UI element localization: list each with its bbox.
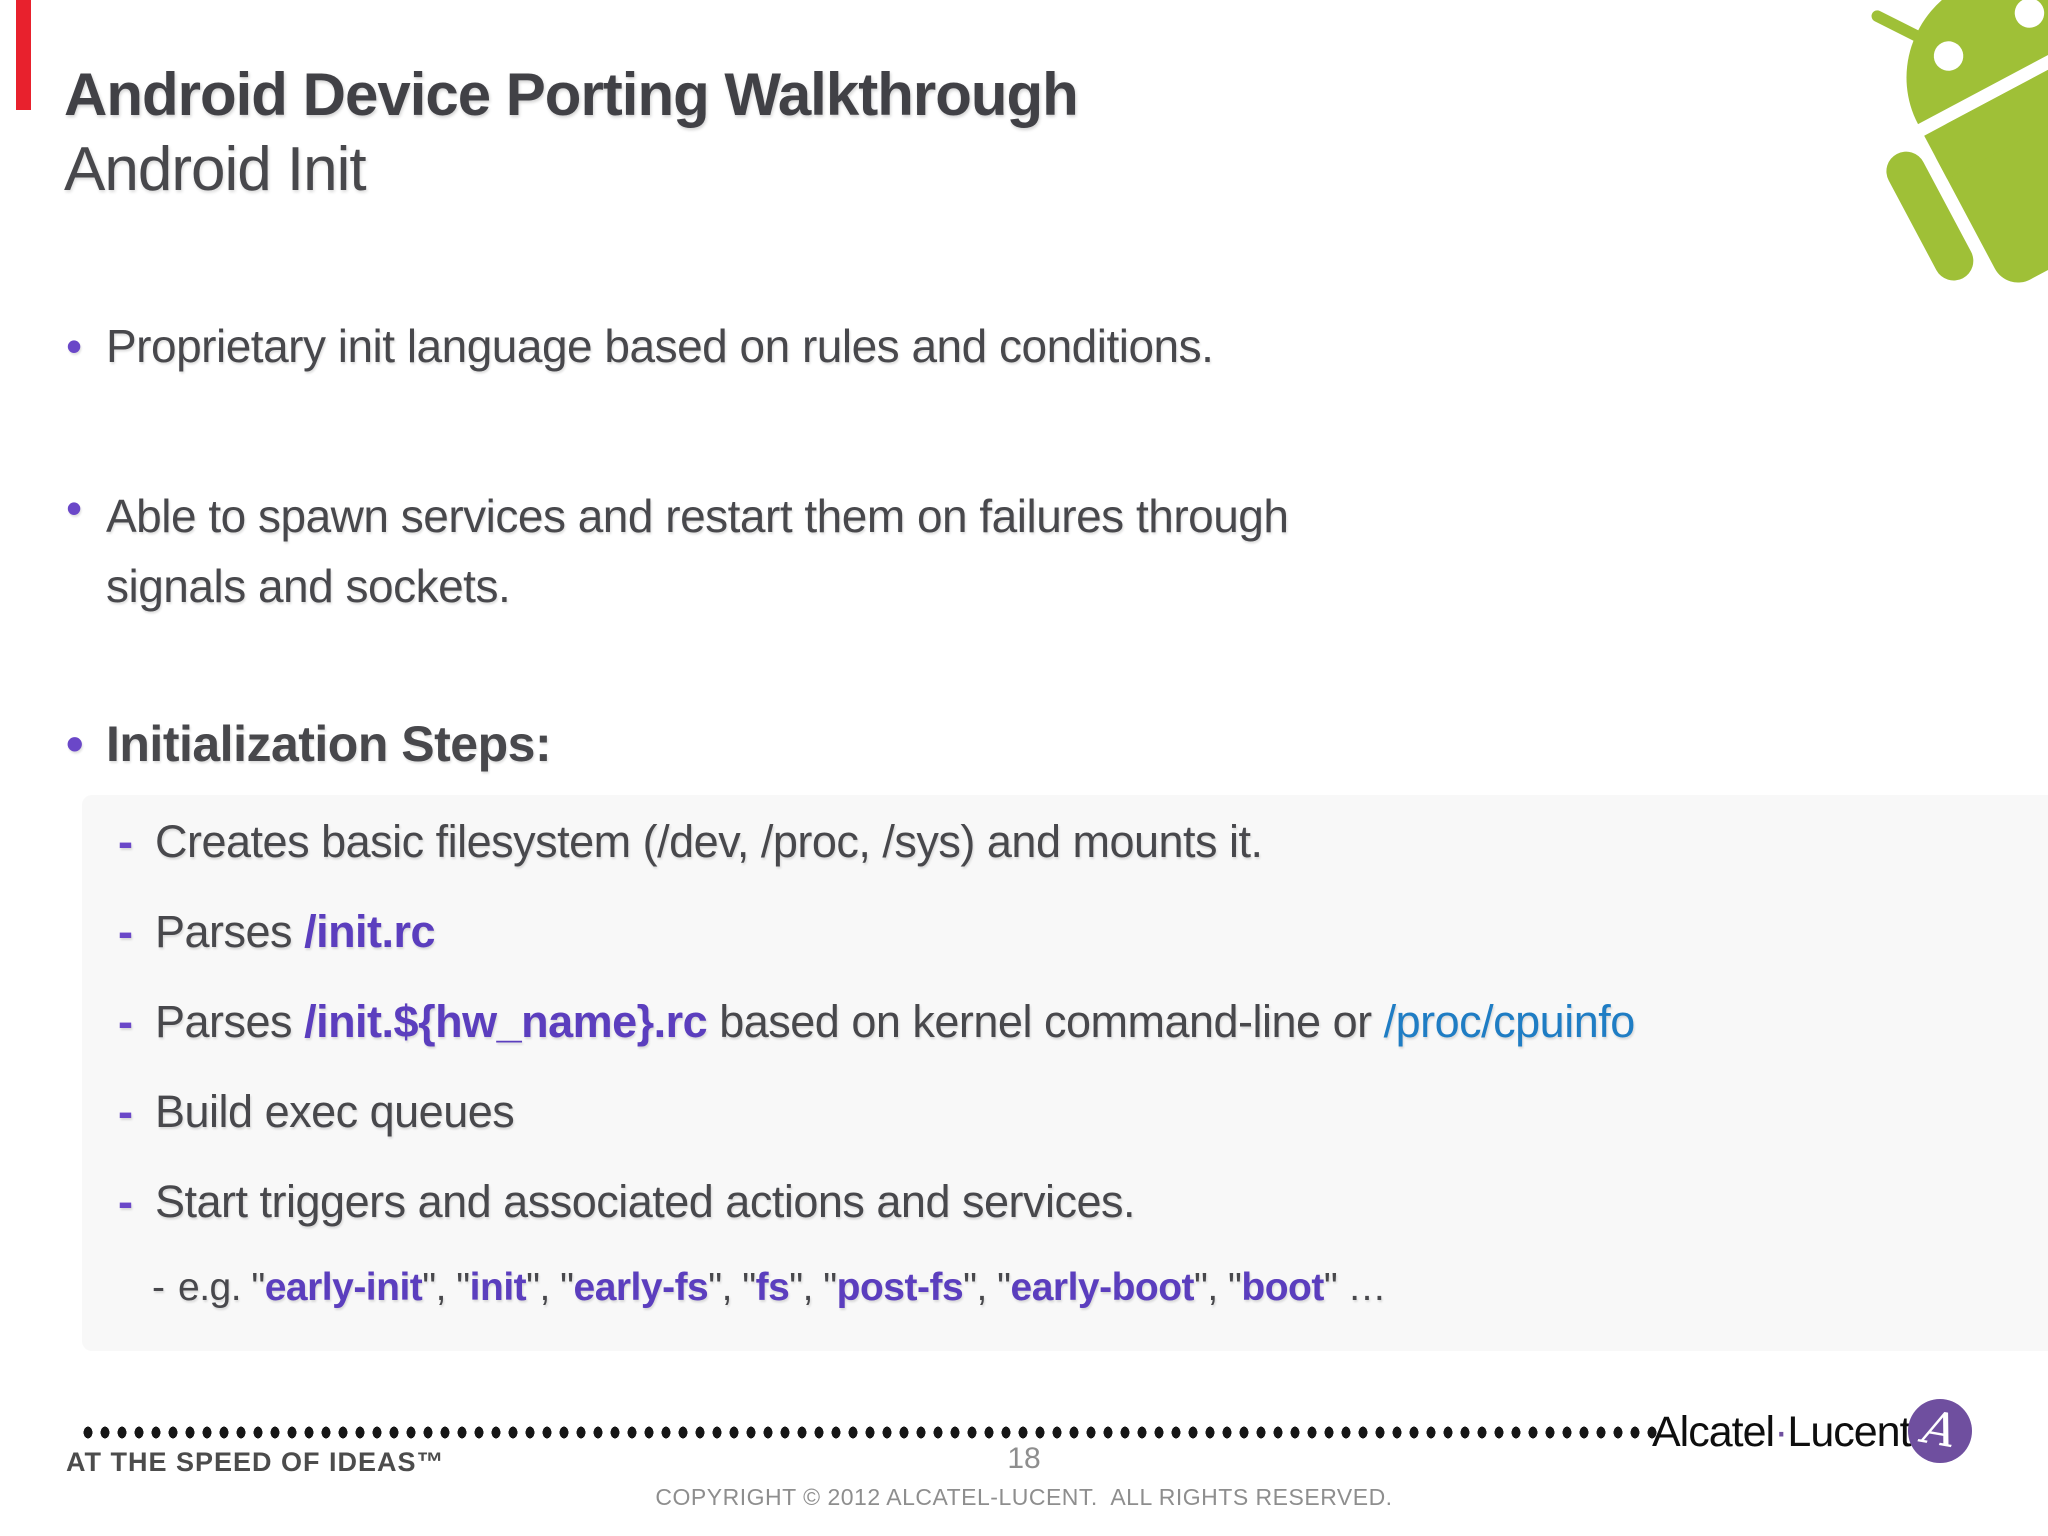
dash-icon: - <box>152 1266 165 1309</box>
dash-icon: - <box>118 906 133 957</box>
step-text: Parses /init.rc <box>155 906 436 958</box>
logo-glyph: A <box>1919 1399 1962 1459</box>
text-segment: /init.${hw_name}.rc <box>304 996 708 1047</box>
bullet-init-steps: • Initialization Steps: <box>66 716 552 774</box>
step-start-triggers: - Start triggers and associated actions … <box>118 1176 1136 1228</box>
text-segment: e.g. " <box>178 1266 265 1309</box>
step-text: e.g. "early-init", "init", "early-fs", "… <box>178 1266 1387 1311</box>
text-segment: ", " <box>422 1266 470 1309</box>
dash-icon: - <box>118 996 133 1047</box>
text-segment: ", " <box>708 1266 756 1309</box>
bullet-spawn: • Able to spawn services and restart the… <box>66 482 1426 622</box>
text-segment: Able to spawn services and restart them … <box>106 490 1289 612</box>
step-build-exec-queues: - Build exec queues <box>118 1086 515 1138</box>
text-segment: Parses <box>155 996 305 1047</box>
text-segment: Alcatel <box>1652 1408 1775 1456</box>
text-segment: Parses <box>155 906 305 957</box>
text-segment: boot <box>1241 1266 1324 1309</box>
page-title: Android Device Porting Walkthrough <box>64 61 1079 128</box>
text-segment: early-init <box>264 1266 423 1309</box>
step-parses-hw-rc: - Parses /init.${hw_name}.rc based on ke… <box>118 996 1635 1048</box>
text-segment: Proprietary init language based on rules… <box>106 320 1214 372</box>
text-segment: Lucent <box>1787 1408 1911 1456</box>
step-text: Build exec queues <box>155 1086 515 1138</box>
text-segment: /init.rc <box>304 906 436 957</box>
proc-cpuinfo-link[interactable]: /proc/cpuinfo <box>1383 996 1636 1047</box>
text-segment: " … <box>1323 1266 1387 1309</box>
text-segment: based on kernel command-line or <box>707 996 1384 1047</box>
alcatel-lucent-logo-icon: A <box>1908 1399 1972 1463</box>
dotted-separator <box>80 1426 1658 1439</box>
page-subtitle: Android Init <box>64 135 367 204</box>
text-segment: Build exec queues <box>155 1086 515 1137</box>
bullet-text: Initialization Steps: <box>106 716 552 774</box>
red-accent-bar <box>16 0 31 110</box>
content-highlight-band <box>82 795 2048 1351</box>
bullet-text: Able to spawn services and restart them … <box>106 482 1426 622</box>
text-segment: ", " <box>1194 1266 1242 1309</box>
step-text: Start triggers and associated actions an… <box>155 1176 1136 1228</box>
bullet-icon: • <box>66 482 83 534</box>
text-segment: Initialization Steps: <box>106 716 552 772</box>
text-segment: early-boot <box>1010 1266 1195 1309</box>
android-robot-icon <box>1792 0 2048 427</box>
page-number: 18 <box>1007 1442 1041 1475</box>
step-text: Parses /init.${hw_name}.rc based on kern… <box>155 996 1635 1048</box>
step-text: Creates basic filesystem (/dev, /proc, /… <box>155 816 1263 868</box>
text-segment: · <box>1774 1408 1788 1456</box>
text-segment: Creates basic filesystem (/dev, /proc, /… <box>155 816 1263 867</box>
text-segment: Start triggers and associated actions an… <box>155 1176 1136 1227</box>
alcatel-lucent-wordmark: Alcatel·Lucent <box>1652 1408 1912 1457</box>
bullet-icon: • <box>66 320 83 372</box>
dash-icon: - <box>118 816 133 867</box>
text-segment: fs <box>755 1266 790 1309</box>
dash-icon: - <box>118 1086 133 1137</box>
text-segment: ", " <box>789 1266 837 1309</box>
bullet-proprietary: • Proprietary init language based on rul… <box>66 320 1214 373</box>
text-segment: init <box>469 1266 527 1309</box>
text-segment: post-fs <box>836 1266 964 1309</box>
bullet-text: Proprietary init language based on rules… <box>106 320 1214 373</box>
footer-tagline: AT THE SPEED OF IDEAS™ <box>66 1447 445 1477</box>
text-segment: ", " <box>526 1266 574 1309</box>
copyright-notice: COPYRIGHT © 2012 ALCATEL-LUCENT. ALL RIG… <box>655 1484 1393 1510</box>
text-segment: ", " <box>963 1266 1011 1309</box>
text-segment: early-fs <box>573 1266 709 1309</box>
step-parses-initrc: - Parses /init.rc <box>118 906 436 958</box>
step-creates-filesystem: - Creates basic filesystem (/dev, /proc,… <box>118 816 1263 868</box>
dash-icon: - <box>118 1176 133 1227</box>
step-trigger-examples: - e.g. "early-init", "init", "early-fs",… <box>152 1266 1387 1311</box>
bullet-icon: • <box>66 716 84 772</box>
